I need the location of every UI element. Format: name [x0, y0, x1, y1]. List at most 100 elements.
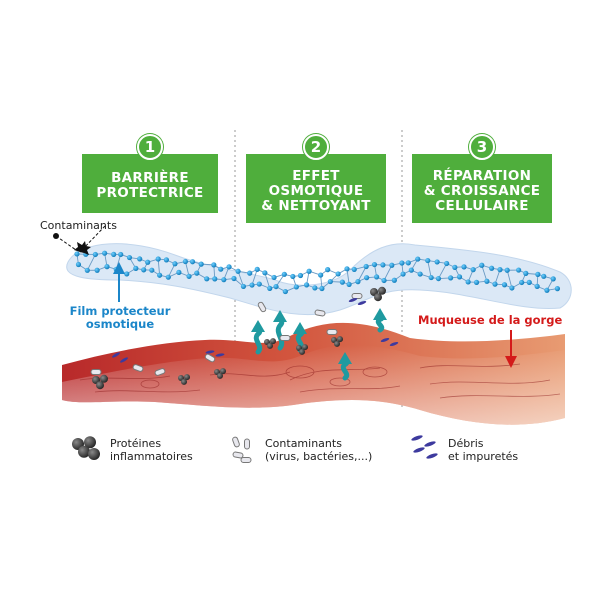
film-molecule — [406, 260, 411, 265]
film-molecule — [535, 284, 540, 289]
film-molecule — [157, 273, 162, 278]
film-molecule — [118, 252, 123, 257]
osmotic-arrowhead — [373, 308, 387, 320]
film-molecule — [466, 279, 471, 284]
film-molecule — [149, 268, 154, 273]
film-molecule — [247, 271, 252, 276]
film-molecule — [282, 272, 287, 277]
film-molecule — [415, 256, 420, 261]
film-molecule — [172, 261, 177, 266]
contaminant — [232, 436, 240, 447]
step-2: 2 EFFET OSMOTIQUE & NETTOYANT — [246, 134, 386, 223]
contaminant — [280, 336, 290, 341]
film-molecule — [444, 261, 449, 266]
contaminant — [352, 294, 362, 299]
film-molecule — [541, 274, 546, 279]
film-molecule — [194, 271, 199, 276]
inflammatory-proteins-icon — [72, 436, 100, 460]
film-molecule — [102, 251, 107, 256]
contaminant — [91, 370, 101, 375]
film-molecule — [74, 251, 79, 256]
step-1-title: BARRIÈRE PROTECTRICE — [82, 154, 218, 213]
film-molecule — [381, 278, 386, 283]
film-molecule — [409, 268, 414, 273]
film-molecule — [544, 288, 549, 293]
contaminants-label: Contaminants — [40, 219, 117, 232]
film-molecule — [312, 285, 317, 290]
film-molecule — [392, 278, 397, 283]
film-molecule — [479, 263, 484, 268]
film-molecule — [355, 279, 360, 284]
film-molecule — [535, 272, 540, 277]
film-molecule — [294, 284, 299, 289]
film-molecule — [104, 264, 109, 269]
film-molecule — [425, 258, 430, 263]
legend-proteins-text: Protéines inflammatoires — [110, 437, 193, 463]
film-molecule — [283, 289, 288, 294]
film-molecule — [211, 262, 216, 267]
film-molecule — [85, 268, 90, 273]
film-molecule — [190, 259, 195, 264]
film-molecule — [448, 275, 453, 280]
film-molecule — [76, 262, 81, 267]
contaminant — [241, 458, 251, 463]
film-molecule — [497, 267, 502, 272]
film-molecule — [474, 280, 479, 285]
film-molecule — [399, 260, 404, 265]
film-molecule — [389, 263, 394, 268]
contaminant — [327, 330, 337, 335]
film-molecule — [145, 260, 150, 265]
film-molecule — [340, 280, 345, 285]
film-molecule — [461, 264, 466, 269]
film-molecule — [304, 282, 309, 287]
film-molecule — [319, 286, 324, 291]
film-molecule — [435, 259, 440, 264]
film-molecule — [183, 259, 188, 264]
film-molecule — [489, 266, 494, 271]
film-molecule — [452, 265, 457, 270]
film-molecule — [505, 268, 510, 273]
film-molecule — [137, 256, 142, 261]
film-molecule — [166, 275, 171, 280]
step-3-number: 3 — [469, 134, 495, 160]
film-molecule — [95, 268, 100, 273]
film-molecule — [471, 267, 476, 272]
contaminant — [245, 439, 250, 449]
film-molecule — [271, 275, 276, 280]
legend-debris-text: Débris et impuretés — [448, 437, 518, 463]
step-2-title: EFFET OSMOTIQUE & NETTOYANT — [246, 154, 386, 223]
film-molecule — [111, 252, 116, 257]
film-molecule — [241, 284, 246, 289]
film-molecule — [364, 264, 369, 269]
film-label: Film protecteur osmotique — [66, 305, 174, 331]
film-molecule — [492, 282, 497, 287]
film-molecule — [221, 277, 226, 282]
film-molecule — [204, 276, 209, 281]
throat-mucosa — [62, 323, 565, 425]
film-molecule — [555, 286, 560, 291]
debris-icon — [411, 434, 439, 459]
film-molecule — [212, 276, 217, 281]
film-molecule — [141, 267, 146, 272]
contaminants-icon — [232, 436, 251, 462]
film-molecule — [364, 275, 369, 280]
film-molecule — [347, 282, 352, 287]
film-molecule — [380, 262, 385, 267]
mucosa-label: Muqueuse de la gorge — [418, 313, 562, 327]
film-molecule — [127, 255, 132, 260]
film-molecule — [306, 269, 311, 274]
film-molecule — [328, 279, 333, 284]
step-2-number: 2 — [303, 134, 329, 160]
film-molecule — [231, 276, 236, 281]
film-molecule — [344, 266, 349, 271]
film-molecule — [199, 262, 204, 267]
step-1: 1 BARRIÈRE PROTECTRICE — [82, 134, 218, 213]
film-molecule — [176, 270, 181, 275]
film-molecule — [516, 267, 521, 272]
film-molecule — [436, 276, 441, 281]
osmotic-arrowhead — [293, 322, 307, 334]
film-molecule — [551, 276, 556, 281]
film-molecule — [267, 286, 272, 291]
film-molecule — [325, 267, 330, 272]
